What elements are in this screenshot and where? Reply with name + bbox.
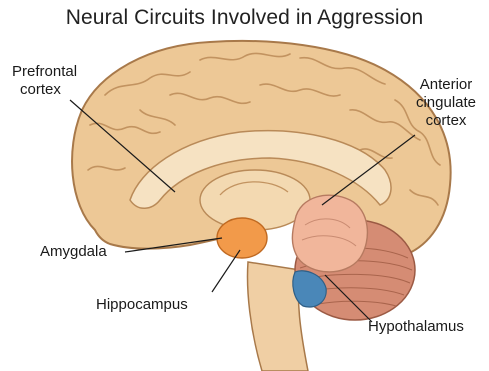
anterior-line1: Anterior bbox=[404, 76, 488, 94]
prefrontal-line1: Prefrontal bbox=[12, 63, 77, 81]
label-hippocampus: Hippocampus bbox=[96, 296, 188, 314]
label-prefrontal-cortex: Prefrontal cortex bbox=[12, 63, 77, 99]
anterior-line3: cortex bbox=[404, 112, 488, 130]
label-hypothalamus: Hypothalamus bbox=[368, 318, 464, 336]
prefrontal-line2: cortex bbox=[12, 81, 77, 99]
label-anterior-cingulate-cortex: Anterior cingulate cortex bbox=[404, 76, 488, 130]
amygdala-structure bbox=[217, 218, 267, 258]
anterior-line2: cingulate bbox=[404, 94, 488, 112]
label-amygdala: Amygdala bbox=[40, 243, 107, 261]
cingulate-structure bbox=[292, 195, 367, 272]
hippocampus-leader-line bbox=[212, 250, 240, 292]
